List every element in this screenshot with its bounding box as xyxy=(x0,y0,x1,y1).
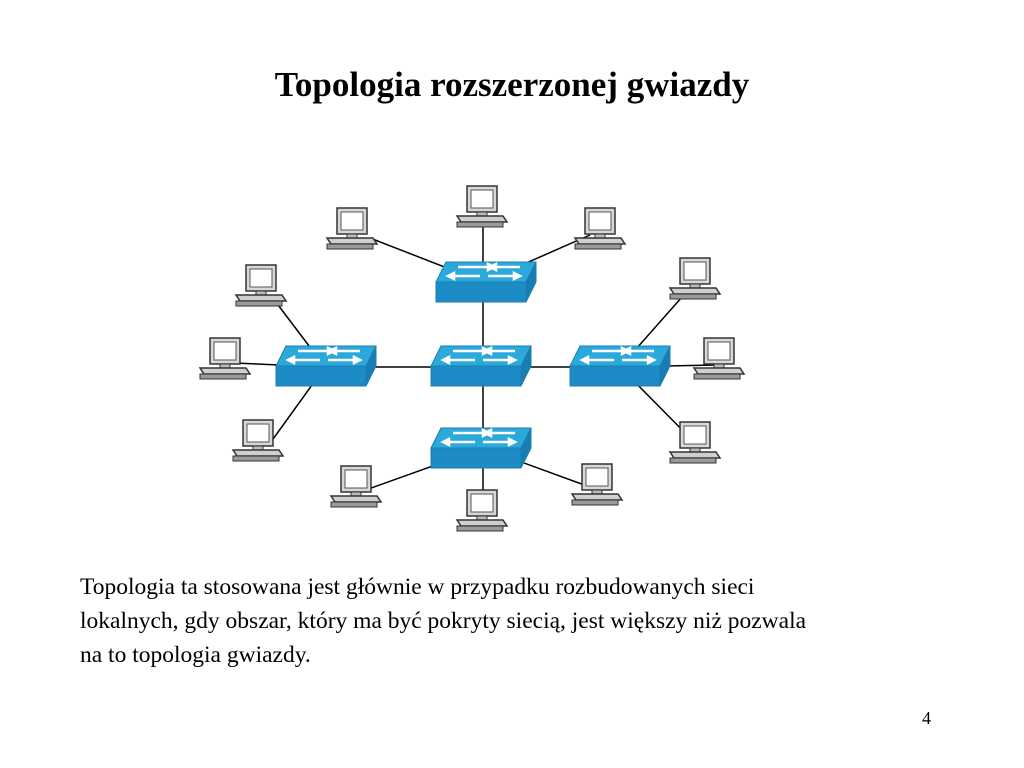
computer-icon xyxy=(456,489,508,532)
switch-icon xyxy=(429,344,533,388)
computer-icon xyxy=(571,463,623,506)
description-line: Topologia ta stosowana jest głównie w pr… xyxy=(80,574,755,600)
computer-icon xyxy=(232,419,284,462)
switch-icon xyxy=(429,426,533,470)
computer-icon xyxy=(574,207,626,250)
page-number: 4 xyxy=(922,708,931,728)
computer-icon xyxy=(199,337,251,380)
computer-icon xyxy=(669,257,721,300)
description-line: lokalnych, gdy obszar, który ma być pokr… xyxy=(80,608,807,634)
switch-icon xyxy=(568,344,672,388)
computer-icon xyxy=(456,185,508,228)
computer-icon xyxy=(693,337,745,380)
computer-icon xyxy=(669,421,721,464)
computer-icon xyxy=(326,207,378,250)
switch-icon xyxy=(434,260,538,304)
switch-icon xyxy=(274,344,378,388)
slide-title: Topologia rozszerzonej gwiazdy xyxy=(274,65,750,105)
slide-description: Topologia ta stosowana jest głównie w pr… xyxy=(80,570,980,672)
description-line: na to topologia gwiazdy. xyxy=(80,642,311,668)
computer-icon xyxy=(235,264,287,307)
